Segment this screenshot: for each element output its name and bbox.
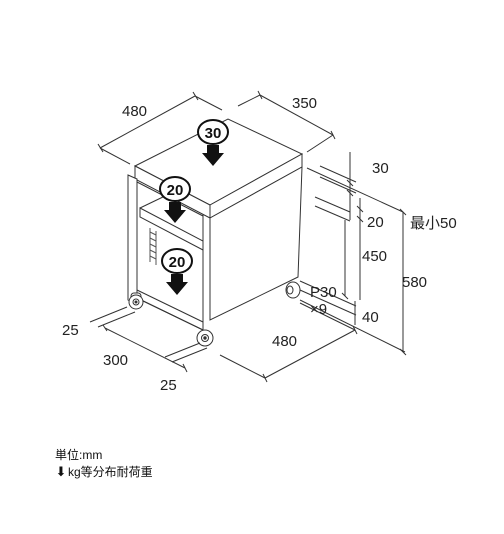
dim-base: 40	[362, 309, 379, 326]
down-arrow-icon: ⬇	[55, 464, 67, 479]
caster-front-right	[196, 329, 214, 347]
dim-pitch: P30	[310, 284, 337, 301]
left-side-panel	[127, 174, 138, 306]
load-marker-shelf: 20	[159, 176, 191, 223]
dim-top-width: 480	[122, 103, 147, 120]
caster-back-right	[285, 281, 301, 299]
dim-pitch-count: ×9	[310, 301, 327, 318]
dim-shelf-gap: 20	[367, 214, 384, 231]
caster-front-left	[128, 292, 144, 310]
dim-total-height: 580	[402, 274, 427, 291]
dim-top-thickness: 30	[372, 160, 389, 177]
legend-load: ⬇kg等分布耐荷重	[55, 463, 153, 480]
dim-top-depth: 350	[292, 95, 317, 112]
middle-shelf	[139, 207, 204, 251]
svg-text:20: 20	[167, 182, 184, 199]
dim-bottom-offset: 25	[160, 377, 177, 394]
dim-inner-height: 450	[362, 248, 387, 265]
bottom-shelf	[136, 289, 204, 331]
load-marker-top: 30	[197, 119, 229, 166]
svg-text:20: 20	[169, 254, 186, 271]
legend-unit: 単位:mm	[55, 448, 103, 462]
dim-bottom-width: 480	[272, 333, 297, 350]
shelf-adjust-holes	[149, 228, 157, 265]
dim-left-span: 300	[103, 352, 128, 369]
svg-text:30: 30	[205, 125, 222, 142]
dim-min-gap: 最小50	[410, 215, 457, 232]
dim-left-offset: 25	[62, 322, 79, 339]
legend-load-text: kg等分布耐荷重	[68, 465, 153, 479]
load-marker-bottom: 20	[161, 248, 193, 295]
